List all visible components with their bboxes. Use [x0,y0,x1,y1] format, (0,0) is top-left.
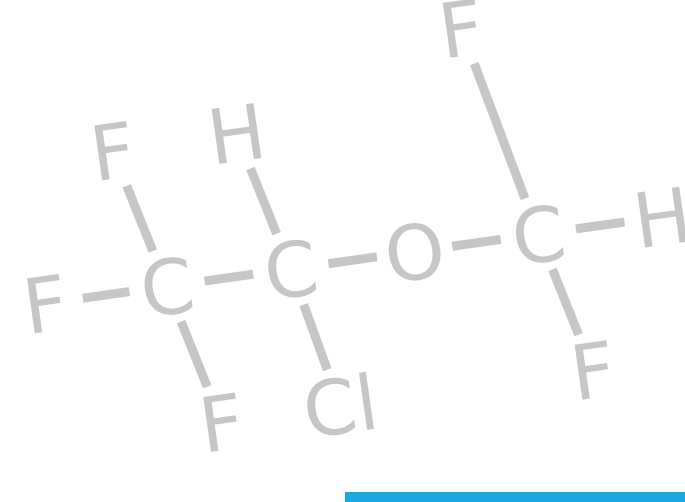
bond-c2-o1 [327,252,378,269]
bonds [82,61,626,389]
bond-h1-c2 [246,166,281,236]
atom-f-top-right: F [433,0,489,77]
atom-f-bottom-left: F [194,376,250,470]
atom-h-right: H [628,170,685,266]
atom-c3: C [506,188,571,284]
atom-o1: O [379,205,451,301]
atom-h-top: H [202,87,271,183]
atom-f-bottom-right: F [565,324,621,418]
atom-cl: Cl [298,358,384,456]
atom-f-left: F [18,258,74,352]
bond-f2-c1 [82,287,130,303]
bond-f3-c1 [176,319,212,389]
atom-f-top-left: F [85,105,141,199]
bond-f1-c1 [122,184,158,253]
bond-f5-c3 [548,267,583,337]
bond-c1-c2 [203,269,254,286]
atom-c2: C [258,223,323,319]
bond-o1-c3 [451,234,502,251]
bond-c3-h2 [575,217,626,234]
bond-cl1-c2 [299,303,332,372]
accent-bar [345,492,685,502]
bond-f4-c3 [470,61,530,201]
atom-c1: C [135,240,200,336]
